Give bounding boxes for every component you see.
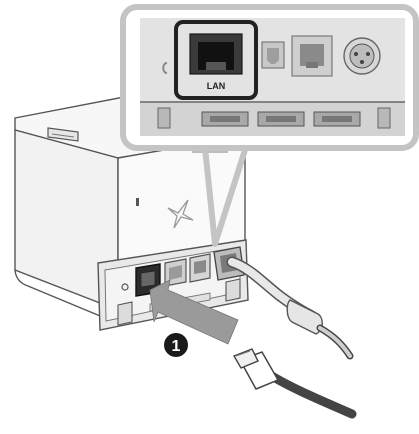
callout-rj-port xyxy=(292,36,332,76)
callout-power-port xyxy=(344,38,380,74)
callout-usb-port xyxy=(262,42,284,68)
power-cable xyxy=(232,262,350,356)
rj-port-icon xyxy=(190,254,210,282)
usb-plug-icon xyxy=(234,349,352,414)
lan-port-label: LAN xyxy=(207,81,226,91)
step-number: 1 xyxy=(172,338,181,355)
